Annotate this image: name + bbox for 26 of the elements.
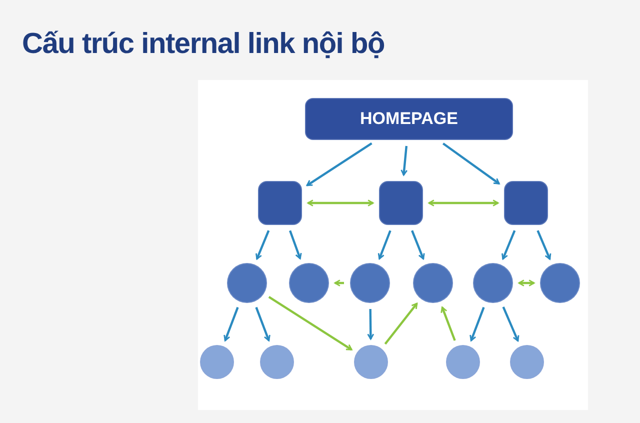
category-square <box>379 181 423 225</box>
arrow <box>411 230 425 260</box>
homepage-box: HOMEPAGE <box>305 98 513 140</box>
arrow <box>307 200 374 206</box>
arrow <box>442 142 500 185</box>
arrow <box>440 306 456 341</box>
arrow <box>268 296 352 351</box>
arrow <box>224 306 239 342</box>
arrow <box>367 308 374 340</box>
arrow <box>400 146 408 176</box>
arrow <box>428 200 499 206</box>
arrow <box>334 280 344 286</box>
title: Cấu trúc internal link nội bộ <box>22 30 384 59</box>
arrow <box>502 230 516 260</box>
arrow <box>378 230 392 260</box>
arrow <box>502 306 520 342</box>
arrow <box>288 230 302 260</box>
arrow <box>256 230 270 260</box>
arrow <box>470 306 485 342</box>
arrow <box>384 302 418 345</box>
category-square <box>258 181 302 225</box>
arrow <box>536 230 552 260</box>
category-square <box>504 181 548 225</box>
arrow <box>306 142 372 186</box>
arrow <box>255 306 270 342</box>
arrow <box>518 280 535 286</box>
